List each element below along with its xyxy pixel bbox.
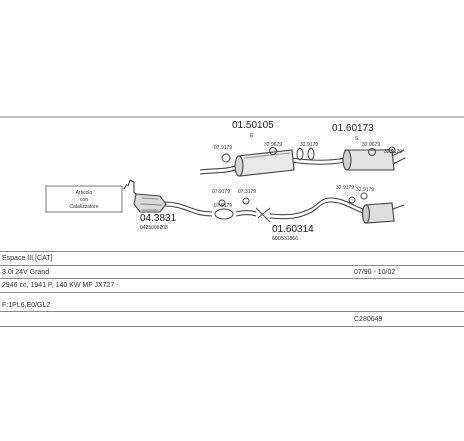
note-line-3: Catalizzatore [69, 204, 98, 210]
middle-silencer [234, 149, 295, 177]
part-label-a: 07.9179 [214, 145, 232, 151]
catalytic-converter [133, 193, 167, 213]
info-rule-2 [0, 265, 464, 266]
part-label-h: 07.9179 [214, 203, 232, 209]
engine-code: F:1PL6,E0/GL2 [2, 302, 51, 309]
part-label-d: 32.9679 [362, 142, 380, 148]
note-line-1: Articolo [76, 190, 93, 196]
lower-clamps [214, 192, 368, 223]
part-label-g: 07.3179 [238, 189, 256, 195]
rear-silencer-upper [342, 149, 406, 171]
info-rule-4 [0, 292, 464, 293]
vehicle-model: Espace III [CAT] [2, 255, 53, 262]
part-label-c: 32.9179 [300, 142, 318, 148]
engine-specs: 2946 cc, 1941 P, 140 KW MF JX727 - [2, 282, 119, 289]
part-label-f: 07.9179 [212, 189, 230, 195]
catalyst-note-box: Articolo con Catalizzatore [45, 185, 123, 213]
part-number-01-50105: 01.50105 [232, 120, 274, 131]
lower-pipe-assembly [123, 179, 367, 220]
engine-variant: 3.0i 24V Grand [2, 269, 50, 276]
part-number-01-60173: 01.60173 [332, 123, 374, 134]
note-line-2: con [80, 197, 88, 203]
info-rule-1 [0, 251, 464, 252]
part-label-j: 32.9179 [356, 187, 374, 193]
rear-silencer-lower [361, 202, 405, 224]
info-rule-6 [0, 326, 464, 327]
part-sub-label-e: E [250, 133, 254, 139]
part-sub-number-60d531866: 60D531866 [272, 236, 298, 242]
catalog-number: C280649 [354, 316, 383, 323]
production-dates: 07/90 - 10/02 [354, 269, 396, 276]
upper-clamps [221, 146, 396, 163]
info-rule-5 [0, 311, 464, 312]
part-number-04-3831: 04.3831 [140, 213, 177, 224]
info-rule-3 [0, 278, 464, 279]
part-label-e: 32.9179 [384, 149, 402, 155]
part-label-i: 32.9179 [336, 185, 354, 191]
part-sub-number-0425008208: 0425008208 [140, 225, 168, 231]
part-label-b: 32.9679 [264, 142, 282, 148]
part-sub-label-s: S [355, 136, 359, 142]
part-number-01-60314: 01.60314 [272, 224, 314, 235]
